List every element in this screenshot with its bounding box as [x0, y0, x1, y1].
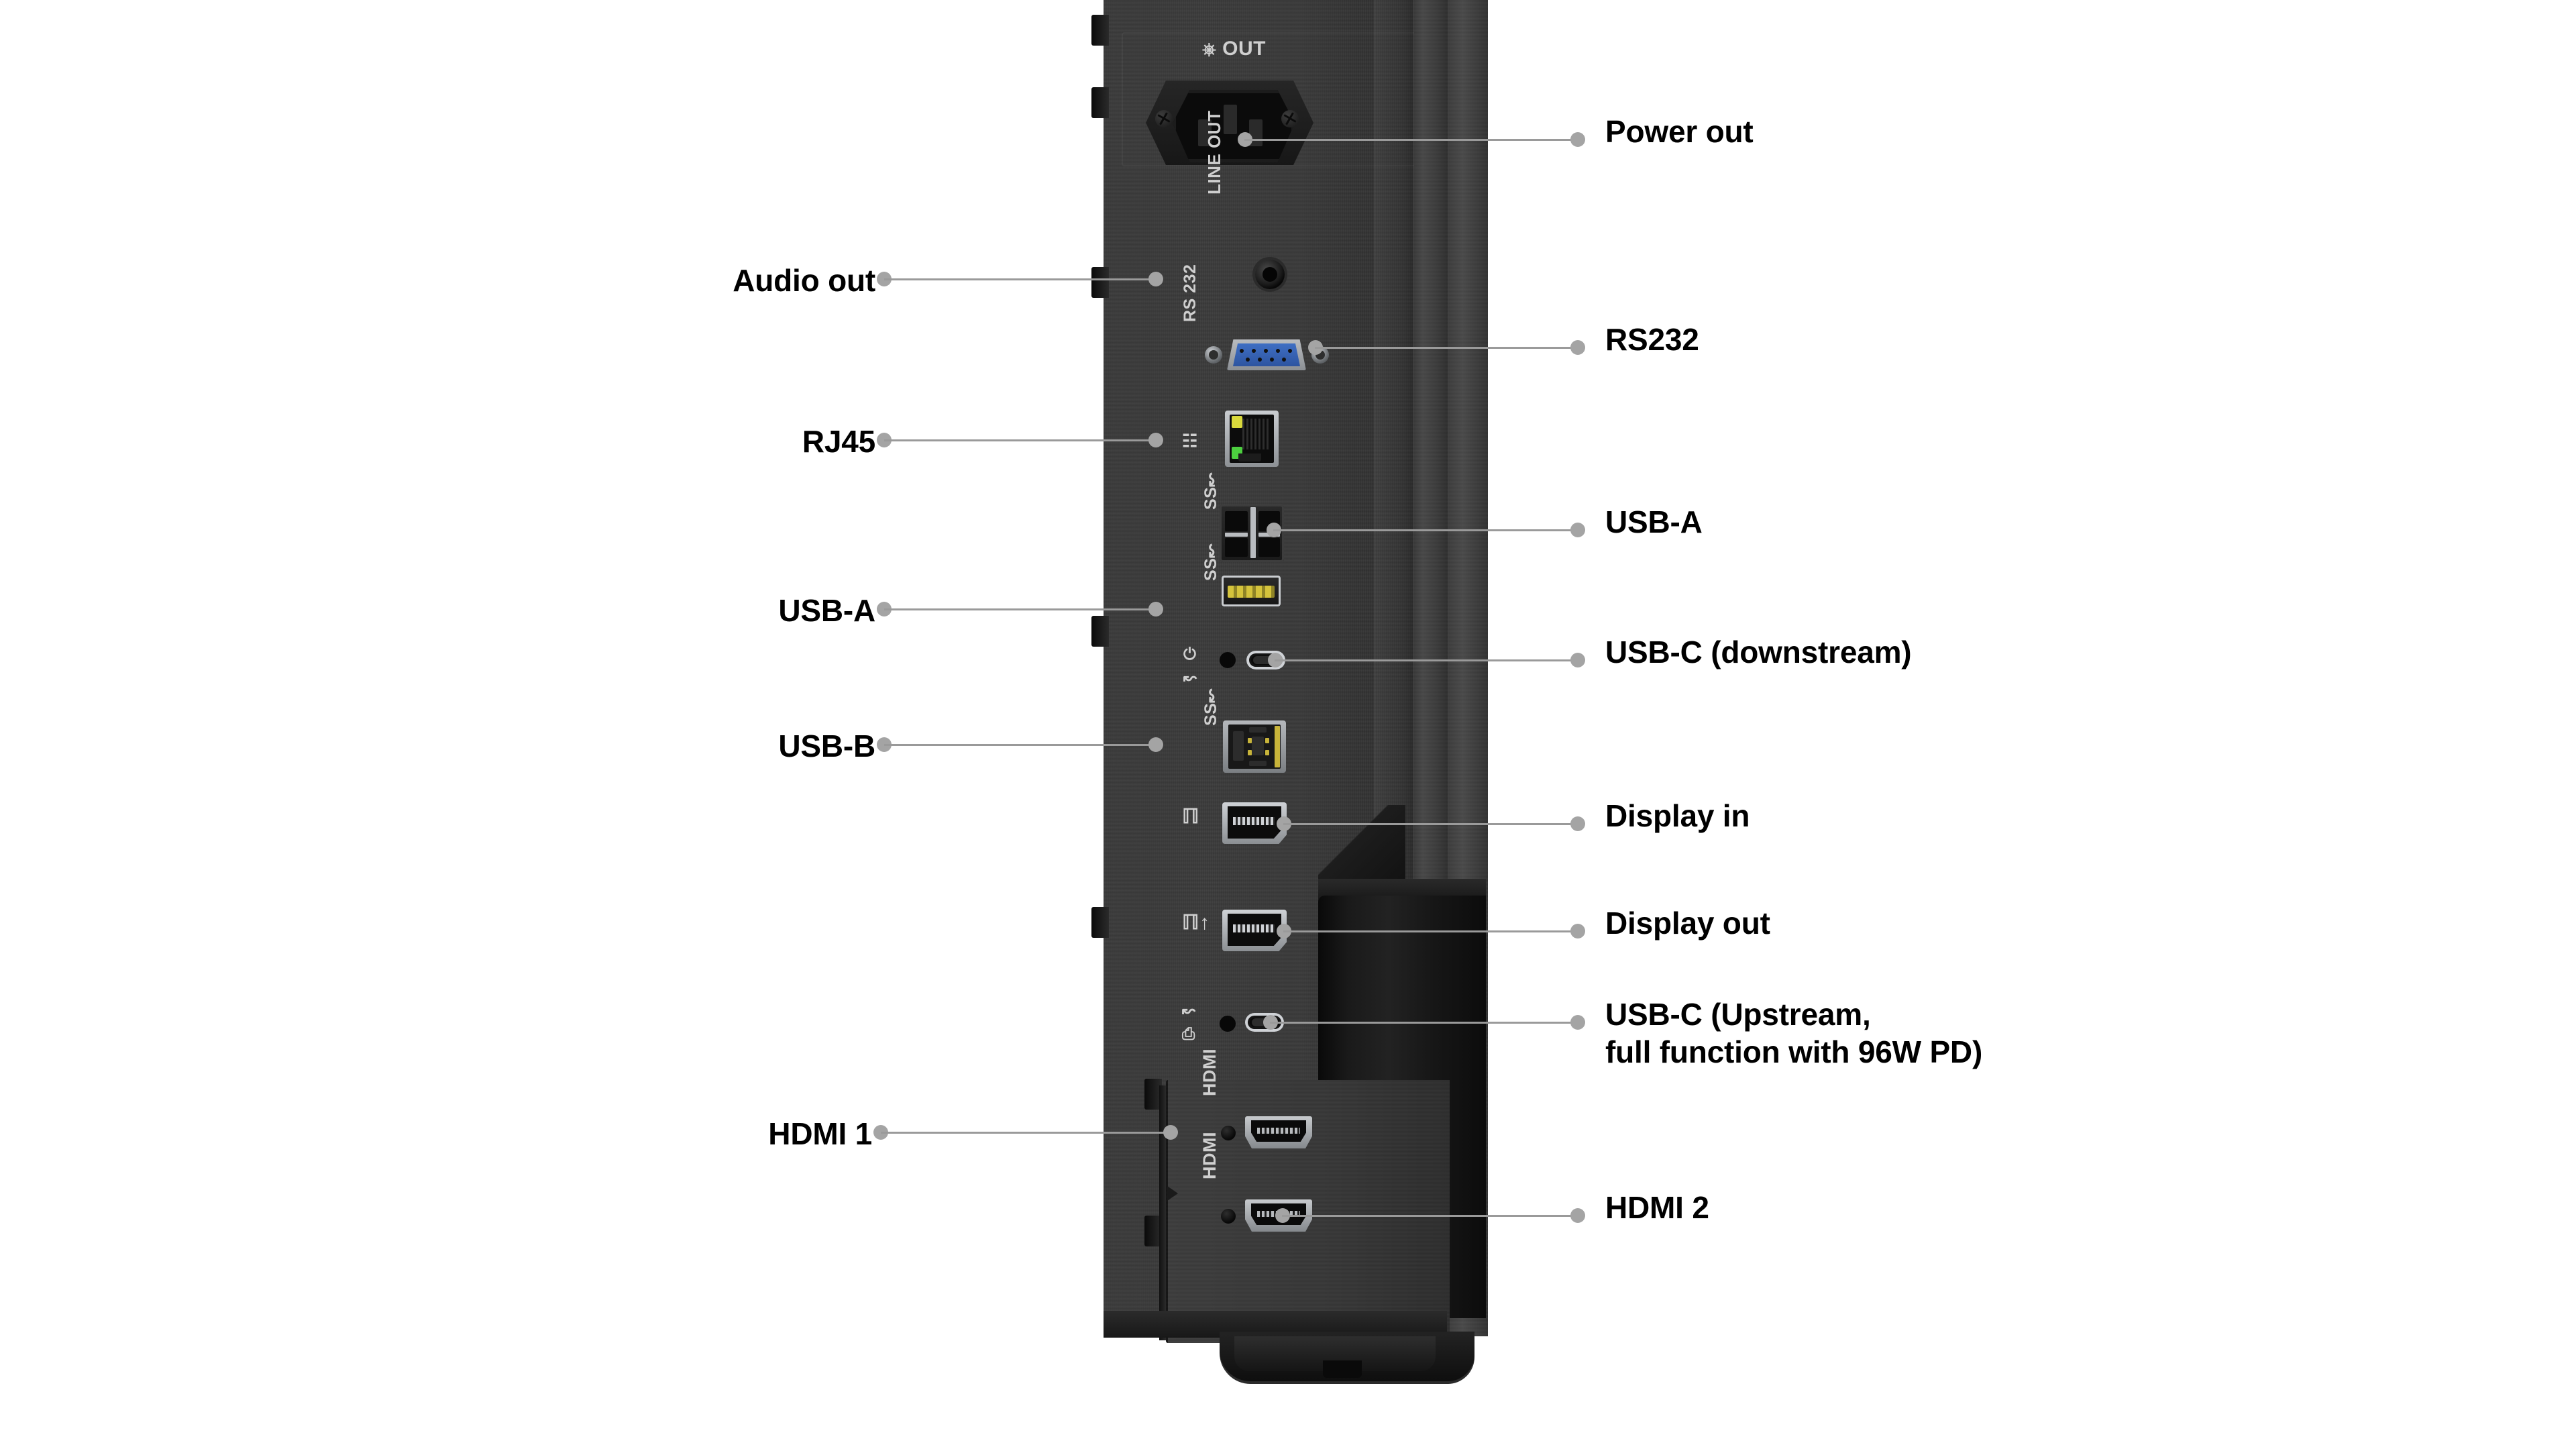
- usb-icon-down: ↜: [1183, 669, 1197, 687]
- callout-lead-usb-b: [884, 744, 1156, 746]
- callout-lead-usb-c-down: [1275, 659, 1578, 661]
- callout-dot-usb-b-port: [1148, 737, 1163, 752]
- displayport-in-tongue: [1233, 817, 1275, 825]
- mount-clip: [1091, 267, 1109, 298]
- rj45-led-amber: [1232, 416, 1242, 428]
- silk-line-out: LINE OUT: [1204, 110, 1224, 195]
- iec-screw-left: [1155, 110, 1173, 127]
- mount-clip: [1091, 15, 1109, 46]
- callout-lead-display-out: [1283, 930, 1578, 932]
- mount-clip: [1091, 616, 1109, 647]
- iec-pin-top: [1224, 105, 1237, 134]
- hdmi-1-tongue: [1257, 1128, 1300, 1134]
- usb-superspeed-icon-3: SS↜: [1201, 688, 1220, 726]
- db9-screw-left: [1205, 346, 1222, 364]
- silk-hdmi-2: HDMI: [1199, 1132, 1220, 1179]
- rj45-contacts: [1242, 419, 1269, 449]
- panel-seam: [1374, 0, 1375, 1336]
- callout-lead-usb-a-right: [1273, 529, 1578, 531]
- callout-lead-display-in: [1283, 823, 1578, 825]
- rs232-port[interactable]: [1233, 343, 1300, 366]
- callout-label-audio-out: Audio out: [733, 263, 875, 298]
- callout-lead-hdmi-1: [881, 1132, 1171, 1134]
- callout-label-rj45: RJ45: [802, 424, 875, 459]
- iec-pin-left: [1198, 119, 1212, 146]
- callout-dot-usb-c-up-text: [1570, 1015, 1585, 1030]
- callout-label-display-in: Display in: [1605, 798, 1750, 833]
- callout-lead-usb-c-up: [1270, 1022, 1578, 1024]
- mount-clip: [1091, 907, 1109, 938]
- callout-label-power-out: Power out: [1605, 114, 1754, 149]
- callout-dot-hdmi-1-port: [1163, 1125, 1178, 1140]
- silk-rs232: RS 232: [1181, 264, 1199, 322]
- usb-icon-up: ↜: [1182, 1002, 1196, 1020]
- callout-dot-usb-c-down-text: [1570, 653, 1585, 667]
- mount-clip: [1144, 1216, 1162, 1246]
- callout-dot-power-out-text: [1570, 132, 1585, 147]
- hdmi-1-screwhole: [1221, 1126, 1236, 1140]
- callout-lead-rj45: [884, 439, 1156, 441]
- callout-dot-usb-a-left-port: [1148, 602, 1163, 616]
- callout-dot-rs232-text: [1570, 340, 1585, 355]
- usb-a-single-tongue: [1228, 586, 1275, 598]
- callout-label-usb-a-right: USB-A: [1605, 504, 1703, 539]
- callout-label-hdmi-1: HDMI 1: [768, 1116, 872, 1151]
- usb-superspeed-icon-2: SS↜: [1201, 543, 1220, 581]
- displayport-out-tongue: [1233, 924, 1275, 932]
- callout-label-usb-c-down: USB-C (downstream): [1605, 635, 1912, 669]
- callout-lead-power-out: [1244, 139, 1578, 141]
- callout-label-usb-a-left: USB-A: [778, 593, 875, 628]
- displayport-out-icon: ℿ↑: [1182, 912, 1210, 934]
- usb-superspeed-icon-1: SS↜: [1201, 472, 1220, 510]
- callout-label-rs232: RS232: [1605, 322, 1699, 357]
- panel-seam: [1413, 0, 1414, 1336]
- callout-lead-rs232: [1315, 347, 1578, 349]
- iec-screw-right: [1281, 110, 1299, 127]
- rj45-tab: [1238, 453, 1261, 462]
- hdmi-subpanel-edge: [1159, 1085, 1166, 1340]
- silk-hdmi-1: HDMI: [1199, 1049, 1220, 1096]
- audio-jack-inner: [1263, 267, 1277, 282]
- subpanel-arrow-icon: [1167, 1186, 1178, 1201]
- pinhole-upstream[interactable]: [1220, 1016, 1236, 1032]
- network-icon: ☷: [1182, 431, 1198, 451]
- plug-icon: ⎈: [1202, 39, 1217, 59]
- callout-label-usb-b: USB-B: [778, 729, 875, 763]
- callout-dot-usb-a-right-text: [1570, 523, 1585, 537]
- callout-dot-display-in-text: [1570, 816, 1585, 831]
- silk-power-out: ⎈ OUT: [1202, 38, 1266, 60]
- callout-dot-hdmi-2-text: [1570, 1208, 1585, 1223]
- callout-label-display-out: Display out: [1605, 906, 1770, 941]
- callout-label-hdmi-2: HDMI 2: [1605, 1190, 1709, 1225]
- callout-lead-audio-out: [884, 278, 1156, 280]
- reset-pinhole[interactable]: [1220, 652, 1236, 668]
- callout-label-usb-c-up: USB-C (Upstream, full function with 96W …: [1605, 997, 1983, 1070]
- usb-battery-icon: ⏻: [1183, 645, 1197, 663]
- callout-dot-display-out-text: [1570, 924, 1585, 938]
- callout-dot-rj45-port: [1148, 433, 1163, 447]
- usb-display-icon: ⎙: [1182, 1025, 1195, 1043]
- stand-foot-notch: [1323, 1360, 1362, 1378]
- hdmi-2-screwhole: [1221, 1209, 1236, 1224]
- callout-lead-hdmi-2: [1282, 1215, 1578, 1217]
- mount-clip: [1091, 87, 1109, 118]
- panel-seam: [1448, 0, 1449, 1336]
- callout-lead-usb-a-left: [884, 608, 1156, 610]
- displayport-icon: ℿ: [1182, 806, 1199, 828]
- mount-clip: [1144, 1079, 1162, 1110]
- callout-dot-audio-out-port: [1148, 272, 1163, 286]
